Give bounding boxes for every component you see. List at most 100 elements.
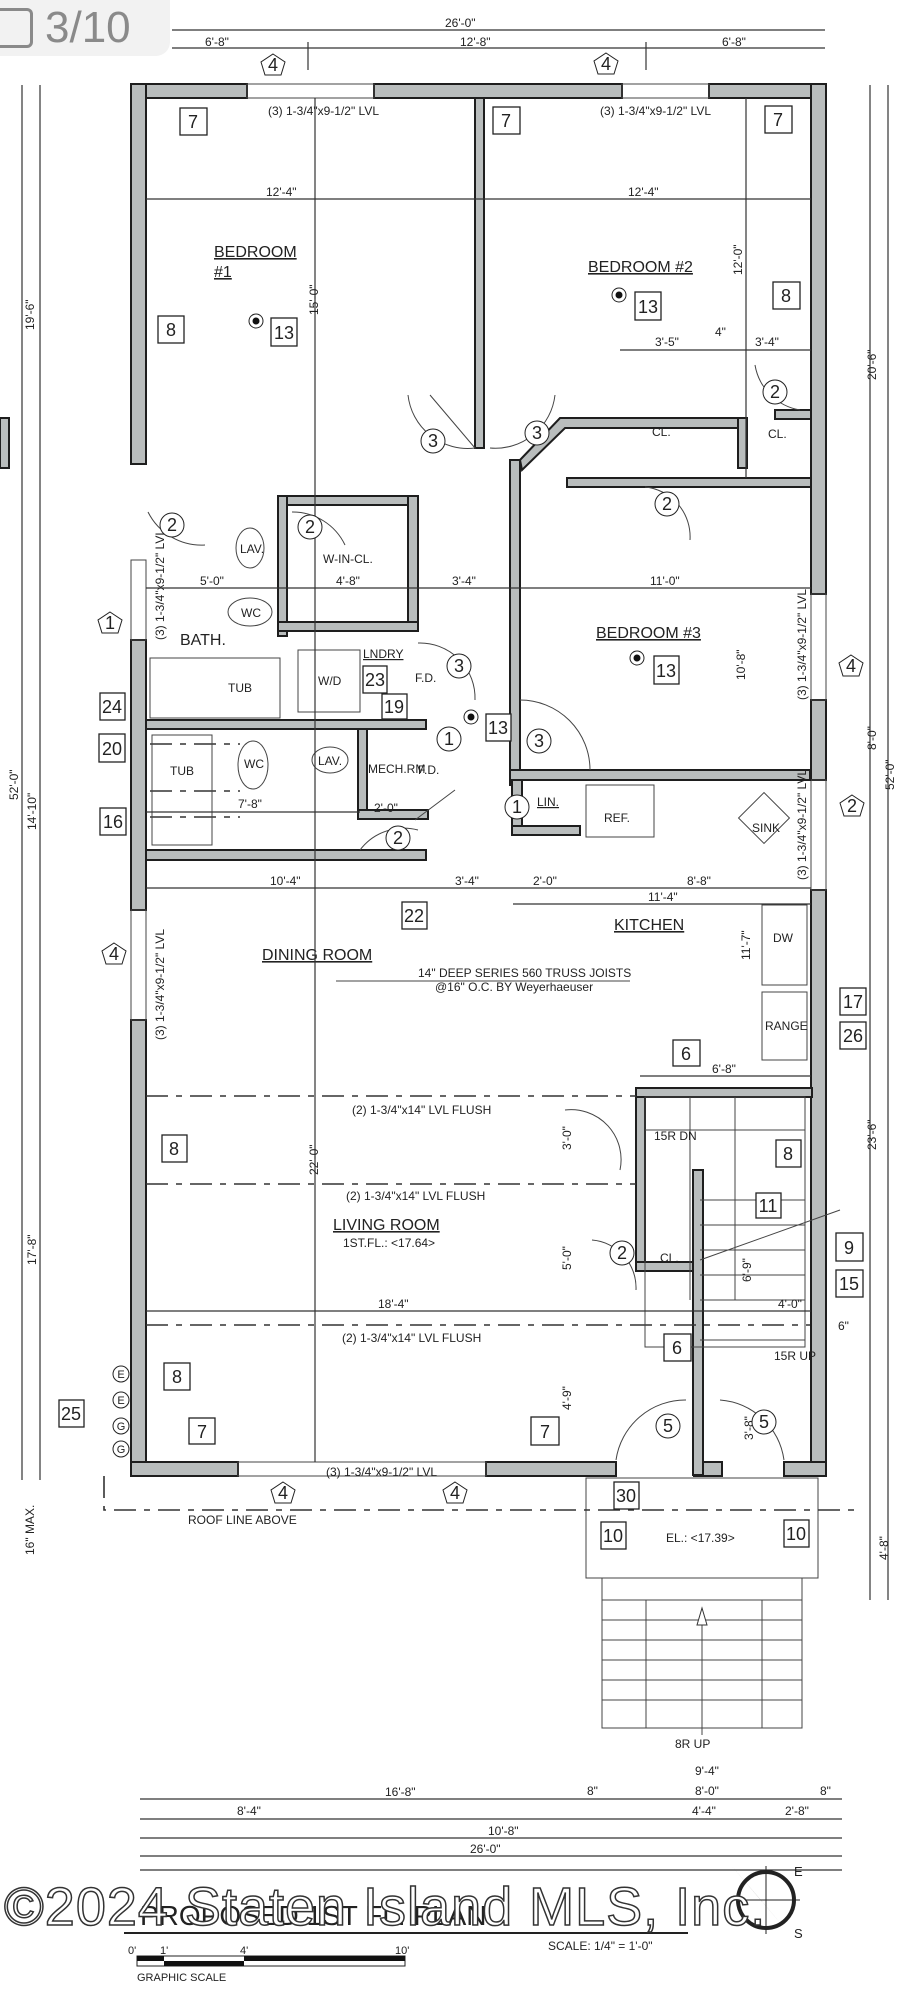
note-lvl-right-2: (3) 1-3/4"x9-1/2" LVL <box>795 769 809 880</box>
note-16-max: 16" MAX. <box>23 1505 37 1555</box>
note-truss-1: 14" DEEP SERIES 560 TRUSS JOISTS <box>418 966 631 980</box>
door-tag-1: 1 <box>444 729 454 749</box>
dim-living-w: 18'-4" <box>378 1297 409 1311</box>
refrigerator: REF. <box>604 811 630 825</box>
room-bedroom-2: BEDROOM #2 <box>588 259 693 276</box>
wc-2: WC <box>244 757 264 771</box>
dim-stair-w: 6'-8" <box>712 1062 736 1076</box>
tag-16: 16 <box>103 812 123 832</box>
wc-1: WC <box>241 606 261 620</box>
door-tag-5: 5 <box>759 1412 769 1432</box>
dim-4-0: 4'-0" <box>778 1297 802 1311</box>
door-tag-3: 3 <box>534 731 544 751</box>
tag-25: 25 <box>61 1404 81 1424</box>
dim-k-b: 2'-0" <box>533 874 557 888</box>
scale-tick-0: 0' <box>128 1945 136 1957</box>
dim-bath-w: 5'-0" <box>200 574 224 588</box>
dim-k-a: 3'-4" <box>455 874 479 888</box>
mls-watermark: ©2024 Staten Island MLS, Inc. <box>3 1876 767 1938</box>
room-mechanical: MECH.RM <box>368 762 425 776</box>
note-flush-1: (2) 1-3/4"x14" LVL FLUSH <box>352 1103 491 1117</box>
dim-left-a: 19'-6" <box>23 299 37 330</box>
right-dimensions: 20'-6" 8'-0" 52'-0" 23'-6" 4'-8" <box>865 85 897 1600</box>
room-bath: BATH. <box>180 632 226 649</box>
dim-porch-c: 4'-4" <box>692 1804 716 1818</box>
room-labels: BEDROOM #1 BEDROOM #2 BEDROOM #3 BATH. W… <box>180 244 816 1751</box>
tag-8: 8 <box>781 286 791 306</box>
stair-down-label: 15R DN <box>654 1129 697 1143</box>
top-dimensions: 26'-0" 6'-8" 12'-8" 6'-8" <box>172 16 825 70</box>
room-kitchen: KITCHEN <box>614 917 684 934</box>
tag-13: 13 <box>488 718 508 738</box>
washer-dryer: W/D <box>318 674 342 688</box>
dim-b1-h: 15'-0" <box>307 284 321 315</box>
graphic-scale-label: GRAPHIC SCALE <box>137 1972 226 1984</box>
door-tag-2: 2 <box>167 515 177 535</box>
image-counter: 3/10 <box>0 0 170 56</box>
room-closet-b2: CL. <box>768 427 787 441</box>
dim-bot-a: 8'-4" <box>237 1804 261 1818</box>
stair-up-label: 15R UP <box>774 1349 816 1363</box>
tag-22: 22 <box>404 906 424 926</box>
room-linen: LIN. <box>537 795 559 809</box>
roof-line: ROOF LINE ABOVE <box>103 1476 860 1527</box>
dim-right-total: 52'-0" <box>883 759 897 790</box>
note-lvl-top-1: (3) 1-3/4"x9-1/2" LVL <box>268 104 379 118</box>
dim-top-b: 12'-8" <box>460 35 491 49</box>
dim-porch-d: 2'-8" <box>785 1804 809 1818</box>
dim-right-c: 23'-6" <box>865 1119 879 1150</box>
door-tag-3: 3 <box>454 656 464 676</box>
tag-30: 30 <box>616 1486 636 1506</box>
tag-23: 23 <box>365 670 385 690</box>
note-lvl-left: (3) 1-3/4"x9-1/2" LVL <box>153 929 167 1040</box>
dim-4-9: 4'-9" <box>560 1386 574 1410</box>
living-elevation: 1ST.FL.: <17.64> <box>343 1236 435 1250</box>
room-living: LIVING ROOM <box>333 1217 440 1234</box>
room-bedroom-1: BEDROOM <box>214 244 297 261</box>
tag-8: 8 <box>169 1139 179 1159</box>
dim-six: 6" <box>838 1319 849 1333</box>
dim-porch-e-right: 8" <box>820 1784 831 1798</box>
porch-stair <box>585 1477 819 1735</box>
dim-top-c: 6'-8" <box>722 35 746 49</box>
door-tags: 2 2 2 2 3 3 3 3 1 1 2 2 5 5 <box>159 379 788 1439</box>
tag-13: 13 <box>638 297 658 317</box>
dim-bot-c: 10'-8" <box>488 1824 519 1838</box>
room-closet-b3: CL. <box>652 425 671 439</box>
compass-e: E <box>794 1864 803 1879</box>
door-tag-2: 2 <box>305 517 315 537</box>
door-tag-2: 2 <box>770 382 780 402</box>
lav-1: LAV. <box>240 542 264 556</box>
door-tag-2: 2 <box>662 494 672 514</box>
dim-b2-h: 12'-0" <box>731 244 745 275</box>
window-tag-4: 4 <box>601 54 611 74</box>
porch-stair-label: 8R UP <box>675 1737 710 1751</box>
room-closet-living: CL. <box>660 1251 679 1265</box>
tag-26: 26 <box>843 1026 863 1046</box>
note-flush-2: (2) 1-3/4"x14" LVL FLUSH <box>346 1189 485 1203</box>
tag-10: 10 <box>786 1524 806 1544</box>
dim-cl-b: 4" <box>715 325 726 339</box>
tag-17: 17 <box>843 992 863 1012</box>
room-laundry: LNDRY <box>363 647 403 661</box>
dim-cl-5: 5'-0" <box>560 1246 574 1270</box>
structural-notes: (3) 1-3/4"x9-1/2" LVL (3) 1-3/4"x9-1/2" … <box>153 104 809 1479</box>
room-dining: DINING ROOM <box>262 947 372 964</box>
note-lvl-left-2: (3) 1-3/4"x9-1/2" LVL <box>153 529 167 640</box>
exterior-walls <box>130 83 827 1477</box>
tub-2: TUB <box>170 764 194 778</box>
title-block: PROPOSED 1ST FL. PLAN SCALE: 1/4" = 1'-0… <box>124 1900 688 1984</box>
dim-left-total: 52'-0" <box>7 769 21 800</box>
sink: SINK <box>752 821 780 835</box>
meter-g: G <box>117 1444 126 1456</box>
window-tag-4: 4 <box>109 944 119 964</box>
tag-13: 13 <box>656 661 676 681</box>
meter-e: E <box>117 1395 124 1407</box>
tag-8: 8 <box>783 1144 793 1164</box>
tag-7: 7 <box>188 112 198 132</box>
tag-6: 6 <box>672 1338 682 1358</box>
dim-left-c: 17'-8" <box>25 1234 39 1265</box>
electric-gas-meters: E E G G <box>112 1365 130 1458</box>
flush-beams <box>146 743 810 1326</box>
